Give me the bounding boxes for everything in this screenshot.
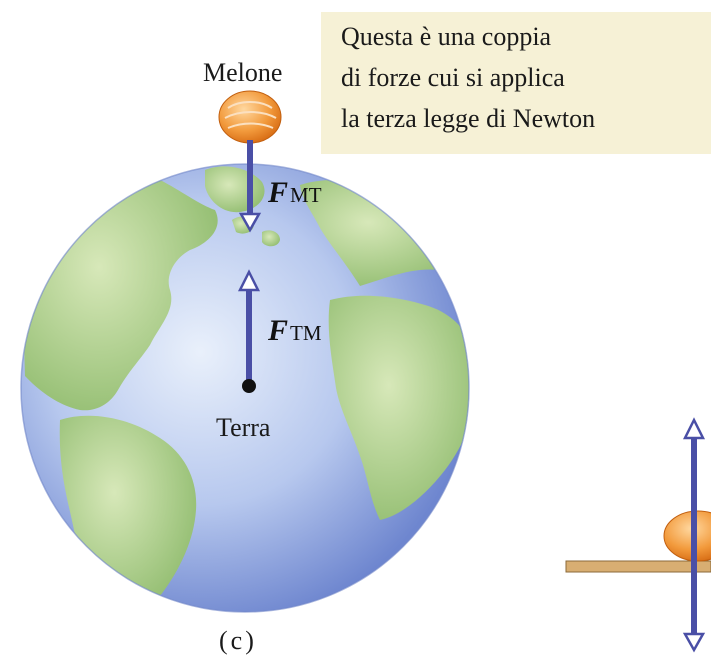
melon-label: Melone <box>203 58 283 87</box>
panel-caption: (c) <box>219 626 257 655</box>
force-arrow-earth-melon <box>237 269 261 393</box>
force-subscript: TM <box>290 321 322 345</box>
force-symbol: F <box>268 176 289 209</box>
force-symbol: F <box>268 314 289 347</box>
note-box <box>321 12 711 154</box>
force-arrow-melon-earth <box>238 140 262 233</box>
note-line-2: di forze cui si applica <box>341 63 565 92</box>
earth-label: Terra <box>216 413 271 442</box>
force-label-mt: FMT <box>268 176 322 210</box>
melon-on-earth <box>218 90 282 144</box>
force-label-tm: FTM <box>268 314 322 348</box>
note-line-3: la terza legge di Newton <box>341 104 596 133</box>
note-line-1: Questa è una coppia <box>341 22 552 51</box>
next-panel-fragment <box>565 417 711 653</box>
force-subscript: MT <box>290 183 322 207</box>
